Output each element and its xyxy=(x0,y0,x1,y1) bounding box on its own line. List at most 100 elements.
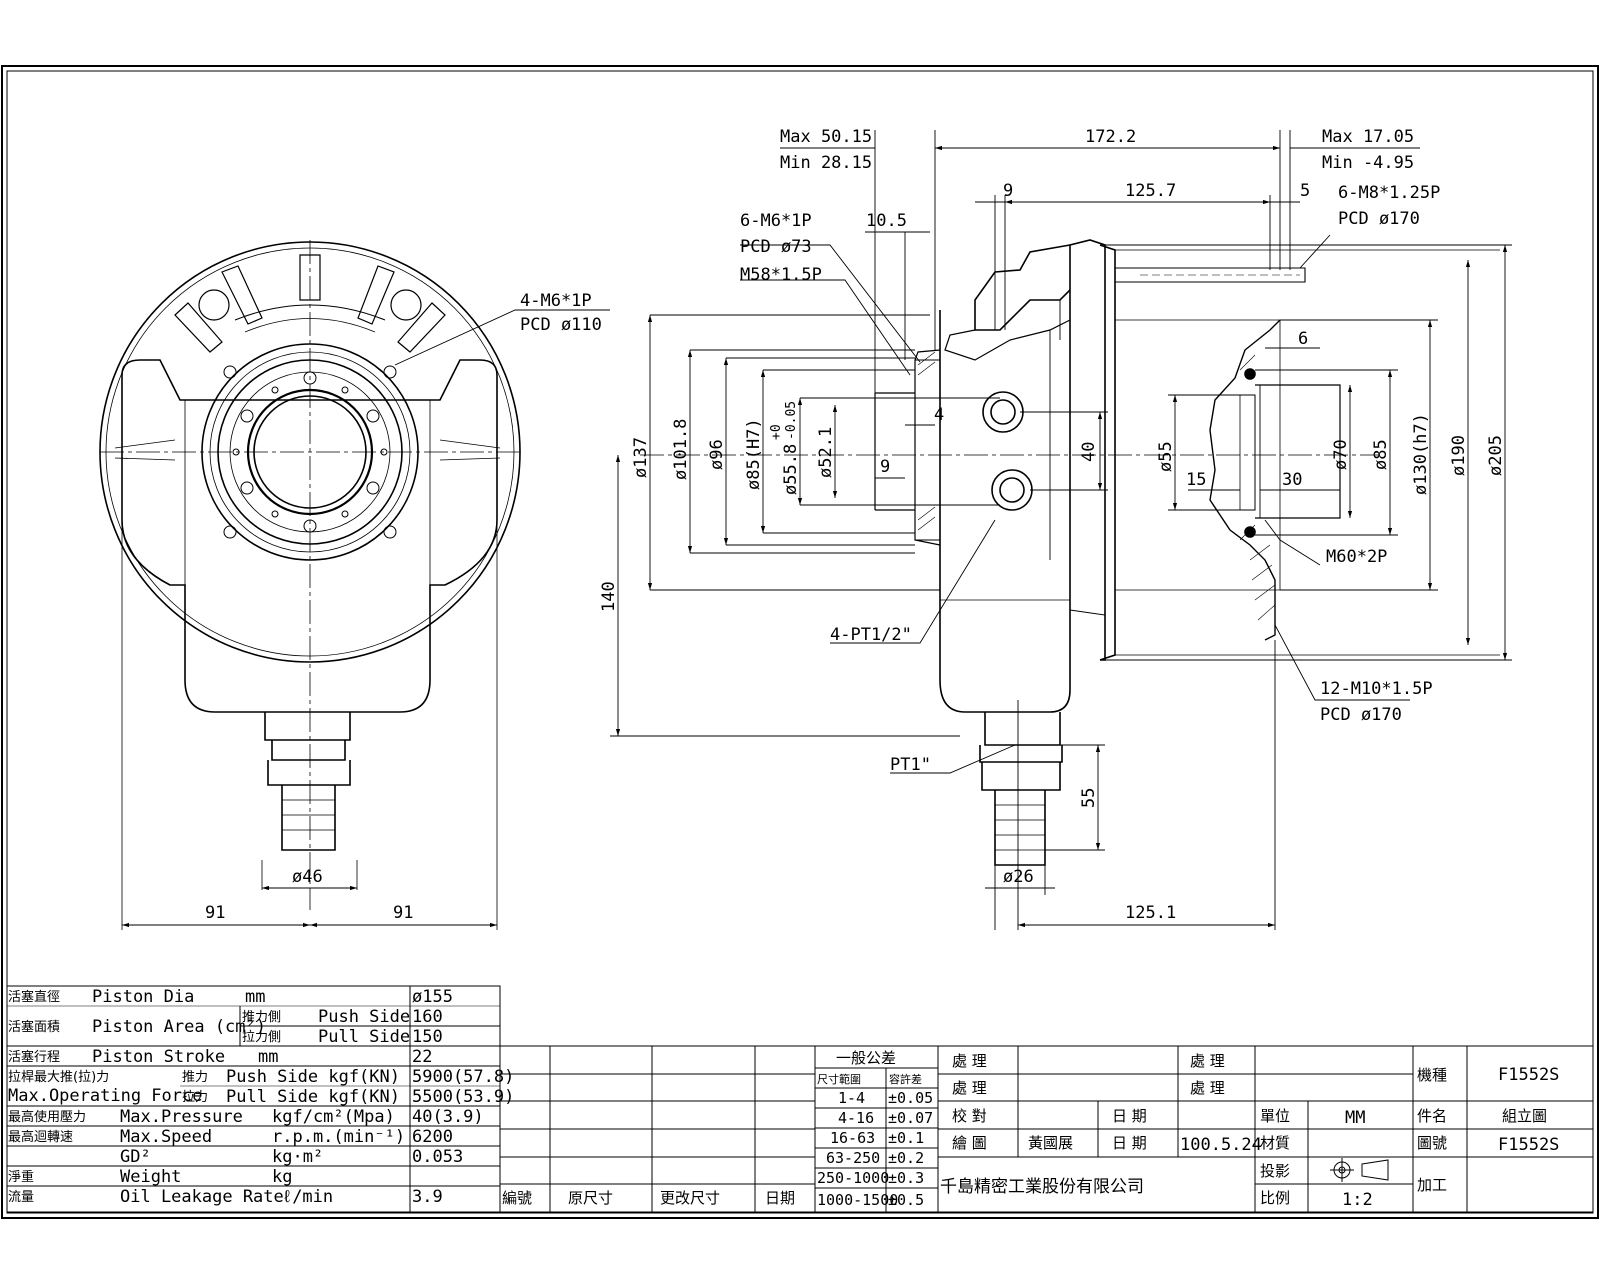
tol-h-tol: 容許差 xyxy=(889,1072,922,1086)
tol-val-1: ±0.05 xyxy=(888,1089,933,1107)
spec-dia-val: ø155 xyxy=(412,987,453,1007)
tb-process-label: 加工 xyxy=(1417,1176,1447,1194)
dim-min-right: Min -4.95 xyxy=(1322,153,1414,173)
rev-date: 日期 xyxy=(765,1189,795,1207)
dim-30: 30 xyxy=(1282,470,1302,490)
outer-border xyxy=(1,65,1599,1219)
dim-right-91: 91 xyxy=(393,903,413,923)
spec-leak-en: Oil Leakage Rate xyxy=(120,1187,284,1207)
spec-gd2-en: GD² xyxy=(120,1147,151,1167)
rev-orig: 原尺寸 xyxy=(568,1189,613,1207)
dim-55-8-tol-upper: +0 xyxy=(769,424,784,440)
tb-part-label: 件名 xyxy=(1417,1107,1447,1125)
tol-val-4: ±0.2 xyxy=(888,1149,924,1167)
dim-6: 6 xyxy=(1298,329,1308,349)
spec-leak-cn: 流量 xyxy=(8,1190,34,1205)
tol-range-5: 250-1000 xyxy=(817,1169,889,1187)
spec-area-cn: 活塞面積 xyxy=(8,1019,60,1035)
side-view-dims xyxy=(610,130,1512,930)
spec-dia-cn: 活塞直徑 xyxy=(8,989,60,1005)
tol-range-4: 63-250 xyxy=(826,1149,880,1167)
dim-overall-172: 172.2 xyxy=(1085,127,1136,147)
spec-weight-en: Weight xyxy=(120,1167,181,1187)
tol-range-1: 1-4 xyxy=(838,1089,865,1107)
title-block-grid xyxy=(499,1045,1594,1213)
dim-125-7: 125.7 xyxy=(1125,181,1176,201)
dim-15: 15 xyxy=(1186,470,1206,490)
dim-5: 5 xyxy=(1300,181,1310,201)
spec-stroke-cn: 活塞行程 xyxy=(8,1049,60,1065)
spec-pull-val: 150 xyxy=(412,1027,443,1047)
spec-weight-cn: 淨重 xyxy=(8,1169,34,1185)
tol-range-6: 1000-1500 xyxy=(817,1191,898,1209)
tb-dwg: F1552S xyxy=(1498,1135,1559,1155)
tb-unit: MM xyxy=(1345,1108,1365,1128)
tolerance-table: 一般公差 尺寸範圍 容許差 1-4 ±0.05 4-16 ±0.07 16-63… xyxy=(817,1049,933,1209)
spec-force-push-val: 5900(57.8) xyxy=(412,1067,514,1087)
spec-pressure-val: 40(3.9) xyxy=(412,1107,484,1127)
callout-pt-half: 4-PT1/2" xyxy=(830,625,912,645)
tb-material: 材質 xyxy=(1260,1134,1290,1152)
spec-push-val: 160 xyxy=(412,1007,443,1027)
tb-drawer: 黃國展 xyxy=(1028,1134,1073,1152)
dim-125-1: 125.1 xyxy=(1125,903,1176,923)
tol-range-3: 16-63 xyxy=(830,1129,875,1147)
spec-weight-unit: kg xyxy=(272,1167,292,1187)
tol-val-6: ±0.5 xyxy=(888,1191,924,1209)
tb-date-2: 日 期 xyxy=(1112,1134,1147,1152)
tol-val-5: ±0.3 xyxy=(888,1169,924,1187)
tb-date-value: 100.5.24 xyxy=(1180,1135,1262,1155)
dim-52-1: ø52.1 xyxy=(816,427,836,478)
front-view-dims xyxy=(121,309,610,928)
spec-pull-en: Pull Side xyxy=(318,1027,410,1047)
callout-m8-2: PCD ø170 xyxy=(1338,209,1420,229)
spec-table-grid xyxy=(6,985,501,1213)
spec-push-cn: 推力側 xyxy=(242,1010,281,1025)
dim-10-5: 10.5 xyxy=(866,211,907,231)
tb-process-2: 處 理 xyxy=(952,1079,987,1097)
tb-part: 組立圖 xyxy=(1502,1107,1547,1125)
tol-h-range: 尺寸範圍 xyxy=(817,1072,861,1086)
front-bolt-callout-1: 4-M6*1P xyxy=(520,291,592,311)
dim-205: ø205 xyxy=(1486,435,1506,476)
callout-m8-1: 6-M8*1.25P xyxy=(1338,183,1440,203)
dim-96: ø96 xyxy=(707,439,727,470)
spec-speed-val: 6200 xyxy=(412,1127,453,1147)
tb-date-1: 日 期 xyxy=(1112,1107,1147,1125)
dim-4: 4 xyxy=(934,405,944,425)
spec-dia-en: Piston Dia xyxy=(92,987,194,1007)
tb-scale-label: 比例 xyxy=(1260,1189,1290,1207)
spec-gd2-unit: kg·m² xyxy=(272,1147,323,1167)
dim-55: ø55 xyxy=(1156,441,1176,472)
tb-dwg-label: 圖號 xyxy=(1417,1134,1447,1152)
dim-85h7: ø85(H7) xyxy=(744,418,764,490)
projection-symbol-icon xyxy=(1330,1158,1389,1182)
dim-190: ø190 xyxy=(1449,435,1469,476)
spec-force-pull-val: 5500(53.9) xyxy=(412,1087,514,1107)
front-view xyxy=(99,240,521,930)
title-block: 處 理 處 理 處 理 處 理 校 對 繪 圖 黃國展 日 期 日 期 100.… xyxy=(940,1052,1559,1210)
spec-speed-en: Max.Speed xyxy=(120,1127,212,1147)
dim-55-8-tol-lower: -0.05 xyxy=(784,401,799,440)
dim-55-8: ø55.8 xyxy=(781,444,801,495)
revision-block: 編號 原尺寸 更改尺寸 日期 xyxy=(502,1189,795,1207)
spec-push-en: Push Side xyxy=(318,1007,410,1027)
tb-process-4: 處 理 xyxy=(1190,1079,1225,1097)
tb-scale: 1:2 xyxy=(1342,1190,1373,1210)
front-bolt-callout-2: PCD ø110 xyxy=(520,315,602,335)
spec-gd2-val: 0.053 xyxy=(412,1147,463,1167)
spec-area-en: Piston Area (cm²) xyxy=(92,1017,266,1037)
callout-m6-1: 6-M6*1P xyxy=(740,211,812,231)
dim-9-small: 9 xyxy=(880,457,890,477)
dim-max-left: Max 50.15 xyxy=(780,127,872,147)
dim-55-length: 55 xyxy=(1079,788,1099,808)
callout-m6-2: PCD ø73 xyxy=(740,237,812,257)
dim-140: 140 xyxy=(599,581,619,612)
callout-m10-1: 12-M10*1.5P xyxy=(1320,679,1433,699)
spec-table: 活塞直徑 Piston Dia mm ø155 活塞面積 Piston Area… xyxy=(8,987,514,1207)
tol-val-2: ±0.07 xyxy=(888,1109,933,1127)
tb-unit-label: 單位 xyxy=(1260,1107,1290,1125)
tb-process-3: 處 理 xyxy=(1190,1052,1225,1070)
dim-101-8: ø101.8 xyxy=(671,419,691,480)
dim-40: 40 xyxy=(1079,442,1099,462)
